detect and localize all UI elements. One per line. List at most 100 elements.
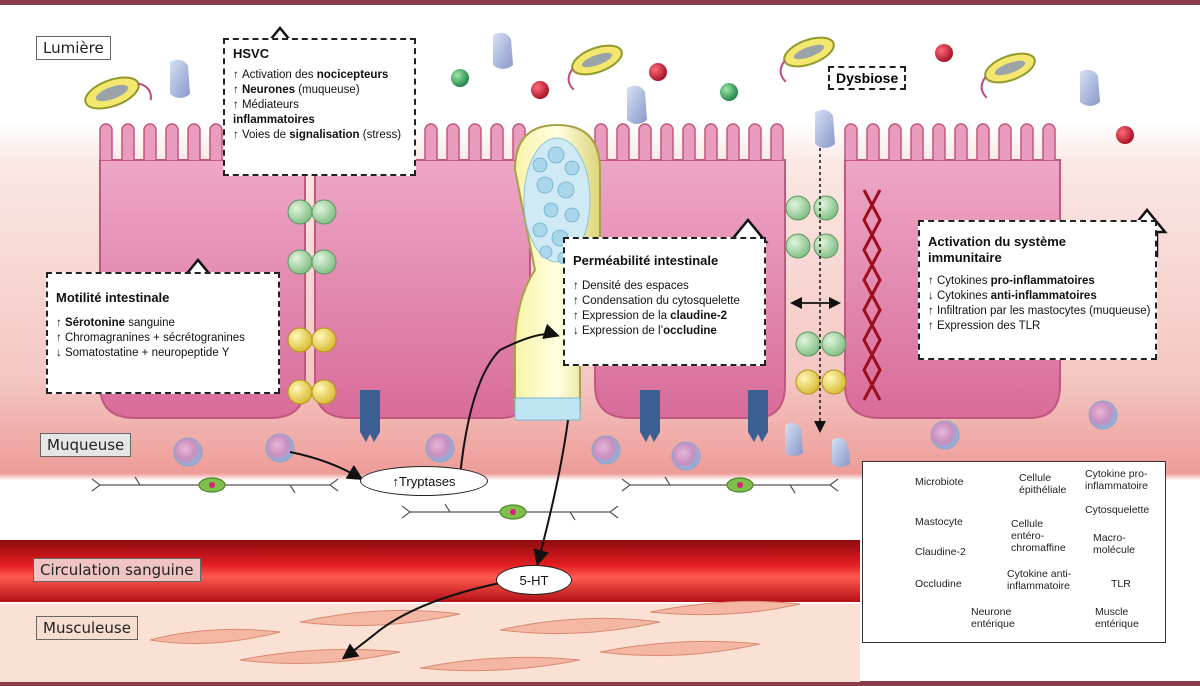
box-line-pre: Somatostatine + neuropeptide Y [64,347,230,359]
cytokine-pro-particle [649,63,667,81]
tlr [640,390,660,442]
legend-claudine: Claudine-2 [915,546,966,558]
claudine-2 [287,199,313,225]
immunite-title: Activation du système immunitaire [928,234,1066,265]
legend-cytokine-pro: Cytokine pro-inflammatoire [1085,468,1149,492]
cytokine-pro-particle [1116,126,1134,144]
box-line-pre: Densité des espaces [581,280,689,292]
box-line-arrow: ↑ [928,305,937,317]
claudine-2 [813,195,839,221]
mastocyte [425,433,455,463]
box-line: ↑ Voies de signalisation (stress) [233,128,406,143]
mucosa-mast-cells [173,400,1118,471]
box-line: ↑ Expression de la claudine-2 [573,309,756,324]
box-line-arrow: ↑ [56,332,65,344]
box-line-arrow: ↑ [56,317,65,329]
claudine-2 [821,331,847,357]
hsvc-lines: ↑ Activation des nocicepteurs↑ Neurones … [233,68,406,143]
mastocyte [930,420,960,450]
muscle-cells [149,600,801,672]
box-line-pre: Chromagranines + sécrétogranines [64,332,245,344]
claudine-2 [785,195,811,221]
box-line: ↑ Cytokines pro-inflammatoires [928,274,1147,289]
cytoskeleton [862,189,882,401]
mastocyte [173,437,203,467]
motilite-box: Motilité intestinale ↑ Sérotonine sangui… [46,272,280,394]
box-line-bold: Neurones [241,84,295,96]
box-line-bold: inflammatoires [233,114,315,126]
mastocyte [671,441,701,471]
cytokine-anti-particle [451,69,469,87]
mastocyte [265,433,295,463]
box-line-arrow: ↑ [573,310,582,322]
box-line: ↑ Infiltration par les mastocytes (muque… [928,304,1150,319]
legend-cytokine-anti: Cytokine anti-inflammatoire [1007,568,1072,592]
legend-tlr: TLR [1111,578,1131,590]
legend-occludine: Occludine [915,578,962,590]
bottom-frame-bar [0,681,1200,686]
legend-mastocyte: Mastocyte [915,516,963,528]
tlr-receptors [360,390,768,442]
box-line-arrow: ↑ [233,69,242,81]
box-line-arrow: ↑ [573,295,582,307]
legend-neurone: Neurone entérique [971,606,1015,630]
occludine [287,327,313,353]
box-line-pre: Condensation du cytosquelette [581,295,740,307]
legend-cellule-epitheliale: Cellule épithéliale [1019,472,1067,496]
serotonin-oval: 5-HT [496,565,572,595]
bacterium [779,36,835,83]
legend-muscle: Muscle entérique [1095,606,1139,630]
box-line: ↑ Condensation du cytosquelette [573,294,756,309]
claudine-2 [813,233,839,259]
hsvc-box: HSVC ↑ Activation des nocicepteurs↑ Neur… [223,38,416,176]
enteric-neurons [91,476,839,521]
legend-cellule-entero: Cellule entéro-chromaffine [1011,518,1066,554]
box-line: ↑ Neurones (muqueuse) [233,83,406,98]
mastocyte [591,435,621,465]
box-line-pre: Expression des TLR [936,320,1041,332]
mastocyte [1088,400,1118,430]
box-line: inflammatoires [233,113,406,128]
cytokine-pro-particle [531,81,549,99]
tight-junctions-right [785,148,847,433]
box-line: ↑ Sérotonine sanguine [56,316,270,331]
box-line: ↑ Densité des espaces [573,279,756,294]
box-line-post: (muqueuse) [295,84,360,96]
claudine-2 [311,199,337,225]
macromolecule [815,109,835,148]
box-line-pre: Expression de l’ [581,325,664,337]
box-line: ↑ Chromagranines + sécrétogranines [56,331,270,346]
box-line-arrow: ↑ [928,320,937,332]
tight-junctions-left [287,199,337,405]
occludine [821,369,847,395]
cytokine-anti-particle [720,83,738,101]
box-line-bold: Sérotonine [64,317,126,329]
box-line-arrow: ↓ [56,347,65,359]
box-line-post: (stress) [359,129,402,141]
box-line-pre: Activation des [241,69,317,81]
claudine-2 [795,331,821,357]
legend-cytosquelette: Cytosquelette [1085,504,1150,516]
box-line-pre: Expression de la [581,310,671,322]
box-line-bold: claudine-2 [670,310,728,322]
legend-macromolecule: Macro-molécule [1093,532,1136,556]
macromolecule [493,32,513,69]
box-line: ↑ Médiateurs [233,98,406,113]
occludine [795,369,821,395]
bacterium [84,76,152,110]
claudine-2 [785,233,811,259]
pathway-arrows [289,323,569,660]
tlr [748,390,768,442]
box-line: ↓ Cytokines anti-inflammatoires [928,289,1147,304]
box-line: ↑ Activation des nocicepteurs [233,68,406,83]
box-line-pre: Voies de [241,129,290,141]
box-line-bold: nocicepteurs [316,69,389,81]
permeabilite-box: Perméabilité intestinale ↑ Densité des e… [563,237,766,366]
occludine [311,327,337,353]
zone-circulation: Circulation sanguine [33,558,201,582]
tryptases-oval: ↑Tryptases [360,466,488,496]
top-frame-bar [0,0,1200,5]
macromolecule [785,422,803,456]
box-line-pre: Cytokines [936,275,991,287]
bacterium [980,52,1036,99]
